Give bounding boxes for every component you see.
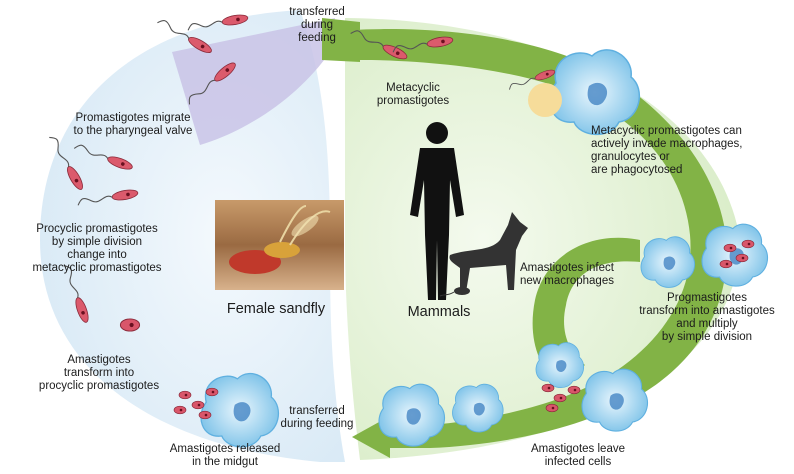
label-female-sandfly: Female sandfly [226,301,326,317]
amastigote-icon [178,390,192,400]
granulocyte-icon [528,83,562,117]
label-metacyclic-invade: Metacyclic promastigotes can actively in… [591,125,743,176]
pharyngeal-wedge [172,18,335,145]
macrophage-icon [581,368,649,432]
amastigote-icon [545,403,559,413]
amastigote-icon [205,387,219,397]
amastigote-icon [119,318,141,332]
label-procyclic-change: Procyclic promastigotes by simple divisi… [32,223,162,274]
amastigote-icon [567,385,581,395]
dog-silhouette-icon [449,212,528,292]
human-silhouette-icon [410,122,464,300]
green-arrow-tail-top [322,18,360,62]
label-amastigotes-transform: Amastigotes transform into procyclic pro… [38,354,160,392]
amastigote-icon [741,239,755,249]
amastigote-icon [173,405,187,415]
label-metacyclic-promastigotes: Metacyclic promastigotes [376,82,450,107]
amastigote-icon [553,393,567,403]
sandfly-zone [40,10,345,462]
label-amastigotes-released: Amastigotes released in the midgut [169,443,281,468]
amastigote-icon [198,410,212,420]
label-promastigotes-migrate: Promastigotes migrate to the pharyngeal … [73,112,193,137]
mouse-silhouette-icon [439,287,470,297]
macrophage-icon [701,223,769,287]
amastigote-icon [541,383,555,393]
label-progmastigotes-transform: Progmastigotes transform into amastigote… [639,292,775,343]
amastigote-icon [191,400,205,410]
label-amastigotes-leave: Amastigotes leave infected cells [531,443,625,468]
amastigote-icon [723,243,737,253]
amastigote-icon [719,259,733,269]
label-amastigotes-infect: Amastigotes infect new macrophages [520,262,614,287]
label-transferred-during-feeding-bottom: transferred during feeding [280,405,354,430]
sandfly-photo [215,200,344,290]
label-transferred-during-feeding-top: transferred during feeding [289,6,345,44]
label-mammals: Mammals [407,304,471,320]
amastigote-icon [735,253,749,263]
